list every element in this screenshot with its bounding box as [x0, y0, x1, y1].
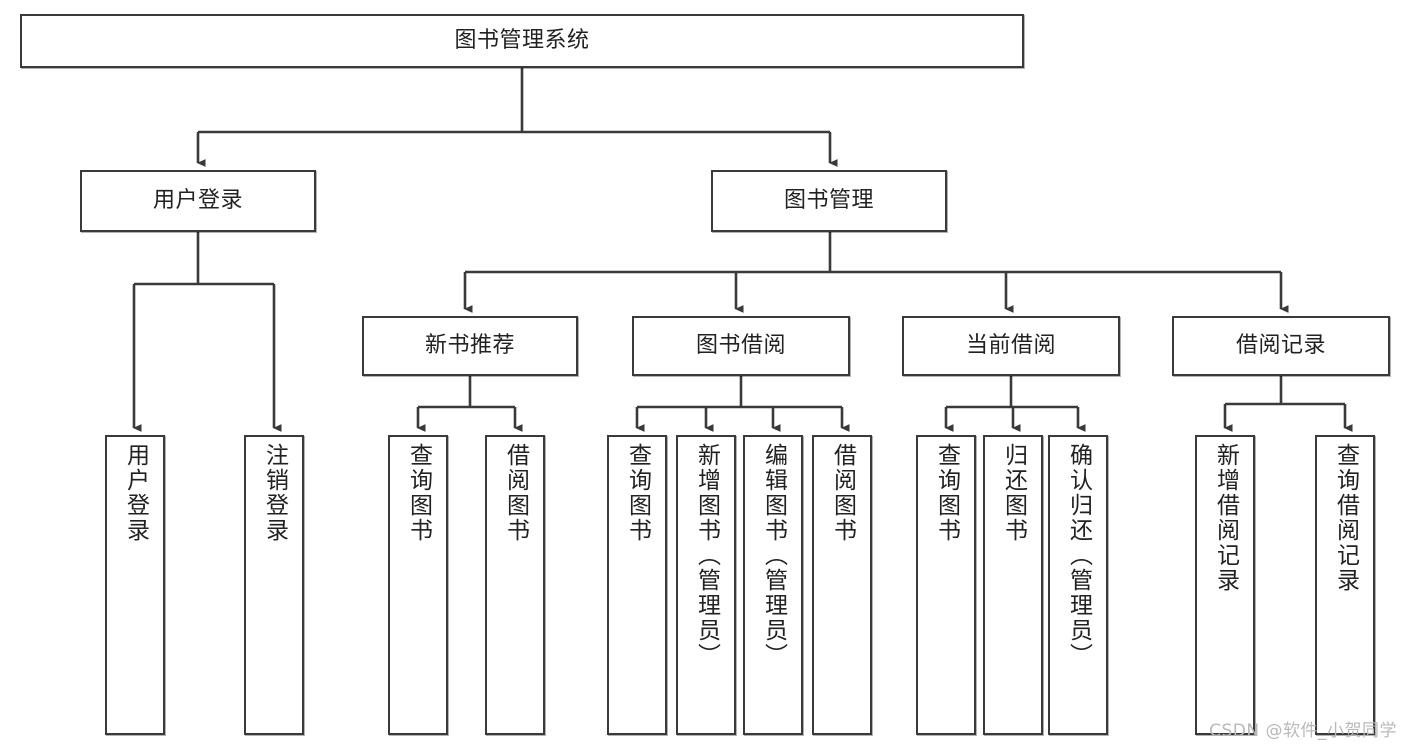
node-leaf-user-login[interactable]: 用户登录 [105, 435, 165, 735]
node-leaf-borrow-book-rec-label: 借阅图书 [502, 443, 529, 543]
node-leaf-query-book-current[interactable]: 查询图书 [916, 435, 976, 735]
node-leaf-confirm-return[interactable]: 确认归还（管理员） [1048, 435, 1108, 735]
node-leaf-edit-book[interactable]: 编辑图书（管理员） [743, 435, 803, 735]
node-leaf-borrow-book-rec[interactable]: 借阅图书 [485, 435, 545, 735]
node-leaf-add-book-label: 新增图书（管理员） [693, 443, 720, 668]
node-leaf-query-book-rec[interactable]: 查询图书 [388, 435, 448, 735]
node-leaf-query-borrow-record[interactable]: 查询借阅记录 [1315, 435, 1375, 735]
node-leaf-edit-book-label: 编辑图书（管理员） [760, 443, 787, 668]
node-book-management[interactable]: 图书管理 [711, 170, 947, 232]
node-current-borrow[interactable]: 当前借阅 [902, 316, 1120, 376]
node-book-management-label: 图书管理 [783, 188, 874, 214]
node-book-borrow[interactable]: 图书借阅 [632, 316, 850, 376]
node-book-borrow-label: 图书借阅 [695, 333, 786, 359]
node-borrow-record-label: 借阅记录 [1235, 333, 1326, 359]
node-leaf-return-book[interactable]: 归还图书 [983, 435, 1043, 735]
node-user-login-label: 用户登录 [152, 188, 243, 214]
node-leaf-user-login-label: 用户登录 [122, 443, 149, 543]
node-new-book-recommend-label: 新书推荐 [424, 333, 515, 359]
node-root-label: 图书管理系统 [454, 28, 590, 54]
node-leaf-logout-label: 注销登录 [261, 443, 288, 543]
node-leaf-add-borrow-record[interactable]: 新增借阅记录 [1195, 435, 1255, 735]
watermark-text: CSDN @软件_小贺同学 [1209, 721, 1397, 741]
node-leaf-query-book-borrow[interactable]: 查询图书 [607, 435, 667, 735]
node-leaf-add-book[interactable]: 新增图书（管理员） [676, 435, 736, 735]
node-leaf-confirm-return-label: 确认归还（管理员） [1065, 443, 1092, 668]
node-leaf-query-borrow-record-label: 查询借阅记录 [1332, 443, 1359, 593]
node-leaf-query-book-current-label: 查询图书 [933, 443, 960, 543]
node-borrow-record[interactable]: 借阅记录 [1172, 316, 1390, 376]
node-leaf-logout[interactable]: 注销登录 [244, 435, 304, 735]
node-new-book-recommend[interactable]: 新书推荐 [362, 316, 578, 376]
node-current-borrow-label: 当前借阅 [965, 333, 1056, 359]
node-leaf-borrow-book-label: 借阅图书 [829, 443, 856, 543]
node-user-login[interactable]: 用户登录 [80, 170, 316, 232]
node-leaf-query-book-borrow-label: 查询图书 [624, 443, 651, 543]
node-leaf-add-borrow-record-label: 新增借阅记录 [1212, 443, 1239, 593]
node-root[interactable]: 图书管理系统 [20, 14, 1024, 68]
node-leaf-borrow-book[interactable]: 借阅图书 [812, 435, 872, 735]
node-leaf-query-book-rec-label: 查询图书 [405, 443, 432, 543]
node-leaf-return-book-label: 归还图书 [1000, 443, 1027, 543]
